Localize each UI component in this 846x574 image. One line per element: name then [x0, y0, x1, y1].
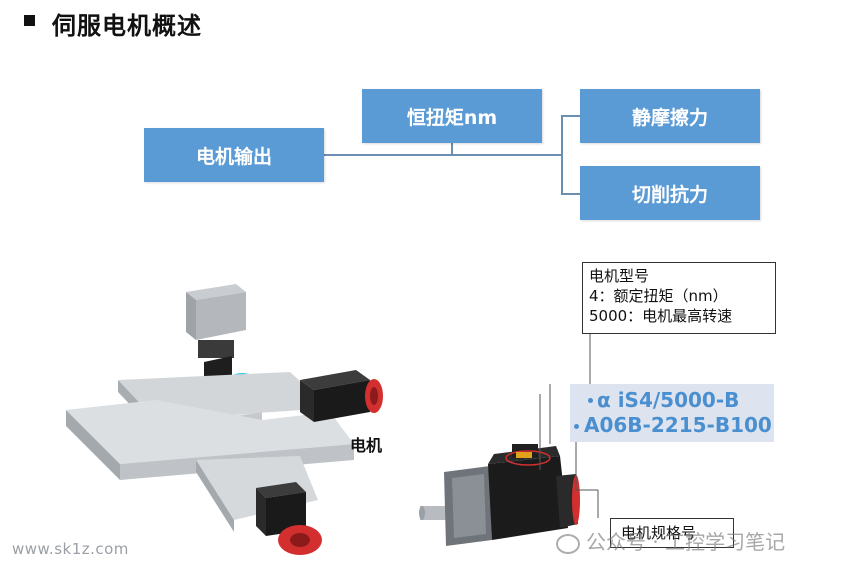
connector-cutting-branch: [561, 193, 580, 195]
motor-model-note: 电机型号 4：额定扭矩（nm） 5000：电机最高转速: [582, 262, 776, 334]
spec-number: A06B-2215-B100: [584, 413, 772, 437]
watermark-site: www.sk1z.com: [12, 540, 129, 558]
connector-bracket-vertical: [561, 115, 563, 195]
servo-motor-photo: [419, 444, 580, 546]
motor-output-box: 电机输出: [144, 128, 324, 182]
wechat-icon: [556, 533, 580, 554]
machine-tool-illustration: [66, 284, 383, 555]
title-bullet: [24, 15, 35, 26]
model-band: [570, 384, 774, 442]
connector-output-horizontal: [324, 154, 562, 156]
model-number: α iS4/5000-B: [597, 388, 740, 412]
watermark-account-text: 公众号 · 工控学习笔记: [586, 530, 786, 554]
watermark-account: 公众号 · 工控学习笔记: [556, 526, 785, 555]
machine-motor-label: 电机: [350, 436, 383, 455]
page-title: 伺服电机概述: [52, 12, 202, 40]
static-friction-box: 静摩擦力: [580, 89, 760, 143]
spec-label-box: 电机规格号: [610, 518, 734, 548]
connector-static-branch: [561, 115, 580, 117]
note-line-2: 4：额定扭矩（nm）: [589, 287, 728, 305]
cutting-force-box: 切削抗力: [580, 166, 760, 220]
constant-torque-box: 恒扭矩nm: [362, 89, 542, 143]
connector-torque-vertical: [451, 143, 453, 155]
model-dot-2: [574, 424, 579, 429]
note-line-1: 电机型号: [589, 267, 650, 285]
model-dot-1: [588, 398, 593, 403]
note-line-3: 5000：电机最高转速: [589, 307, 733, 325]
